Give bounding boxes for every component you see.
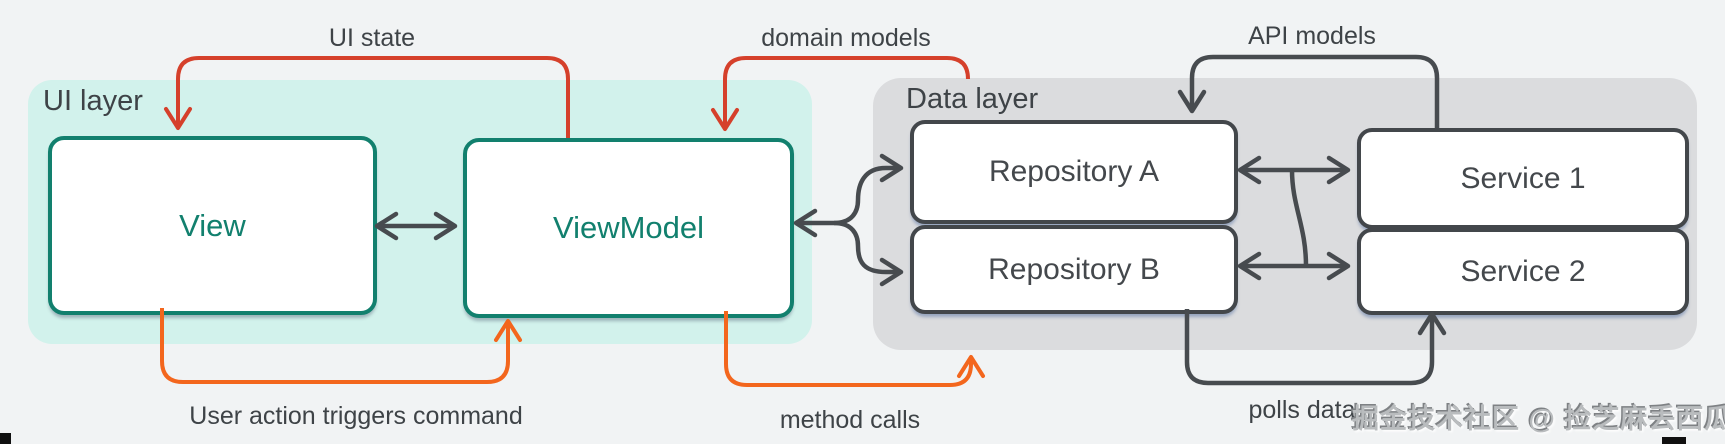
data-layer-label: Data layer [906,83,1039,115]
service-1-node-label: Service 1 [1460,161,1586,195]
juejin-watermark: 掘金技术社区 @ 捡芝麻丢西瓜 [1352,404,1725,434]
repository-b-node: Repository B [910,225,1238,314]
view-node: View [48,136,377,315]
service-2-node-label: Service 2 [1460,254,1586,288]
ui-state-arrow-label: UI state [328,24,416,52]
bottom-right-artifact [1662,437,1686,444]
viewmodel-node: ViewModel [463,138,794,318]
repository-a-node-label: Repository A [988,155,1160,188]
domain-models-arrow-label: domain models [761,24,931,52]
polls-data-arrow-label: polls data [1248,396,1356,424]
user-action-arrow-label: User action triggers command [189,402,523,430]
service-1-node: Service 1 [1357,128,1689,229]
view-node-label: View [179,207,246,243]
bottom-left-artifact [0,433,11,444]
service-2-node: Service 2 [1357,228,1689,315]
method-calls-arrow-label: method calls [779,406,921,434]
api-models-arrow-label: API models [1248,22,1376,50]
viewmodel-node-label: ViewModel [552,210,705,245]
repository-a-node: Repository A [910,120,1238,224]
ui-layer-label: UI layer [43,85,143,117]
repository-b-node-label: Repository B [988,252,1160,286]
